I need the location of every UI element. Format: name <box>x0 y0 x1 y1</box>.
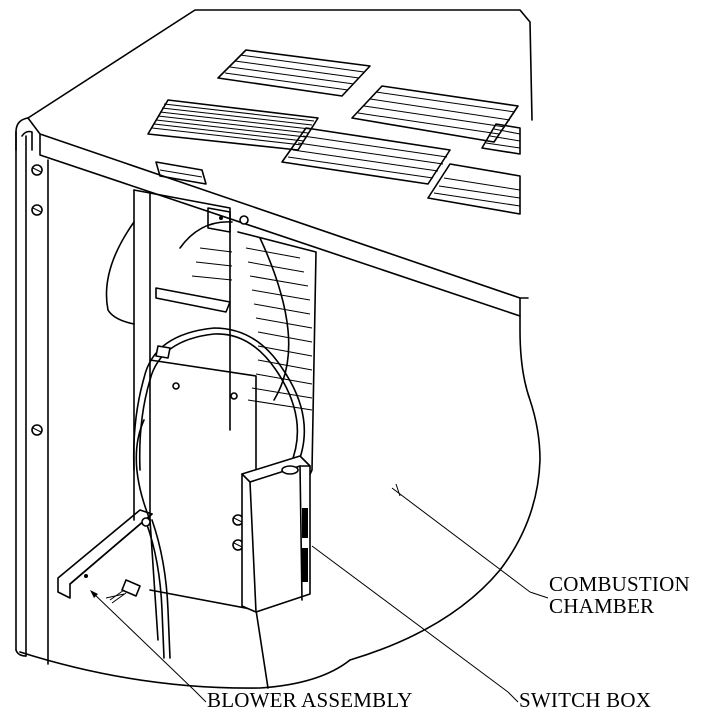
switch-box <box>241 455 311 613</box>
label-blower-assembly: BLOWER ASSEMBLY <box>207 688 413 712</box>
leader-switch-box <box>311 545 519 703</box>
label-combustion-chamber-line2: CHAMBER <box>549 594 655 618</box>
blower-assembly <box>57 189 317 689</box>
leader-blower-assembly <box>90 590 207 703</box>
louvre-panel-6 <box>481 123 521 155</box>
louvre-panel-2 <box>147 99 319 151</box>
leader-combustion-chamber <box>391 483 549 599</box>
cabinet-outline <box>15 9 541 689</box>
label-combustion-chamber-line1: COMBUSTION <box>549 572 690 596</box>
label-combustion-chamber: COMBUSTION CHAMBER <box>549 573 690 617</box>
louvre-panel-4 <box>281 127 451 185</box>
louvre-panel-3 <box>351 85 519 143</box>
handle-slot <box>155 161 207 185</box>
label-switch-box: SWITCH BOX <box>519 688 652 712</box>
louvre-panel-1 <box>217 49 371 97</box>
louvre-panel-5 <box>427 163 521 215</box>
wiring-harness <box>132 327 306 659</box>
bracket-screw <box>105 579 141 604</box>
screws-left-rail <box>21 130 43 436</box>
